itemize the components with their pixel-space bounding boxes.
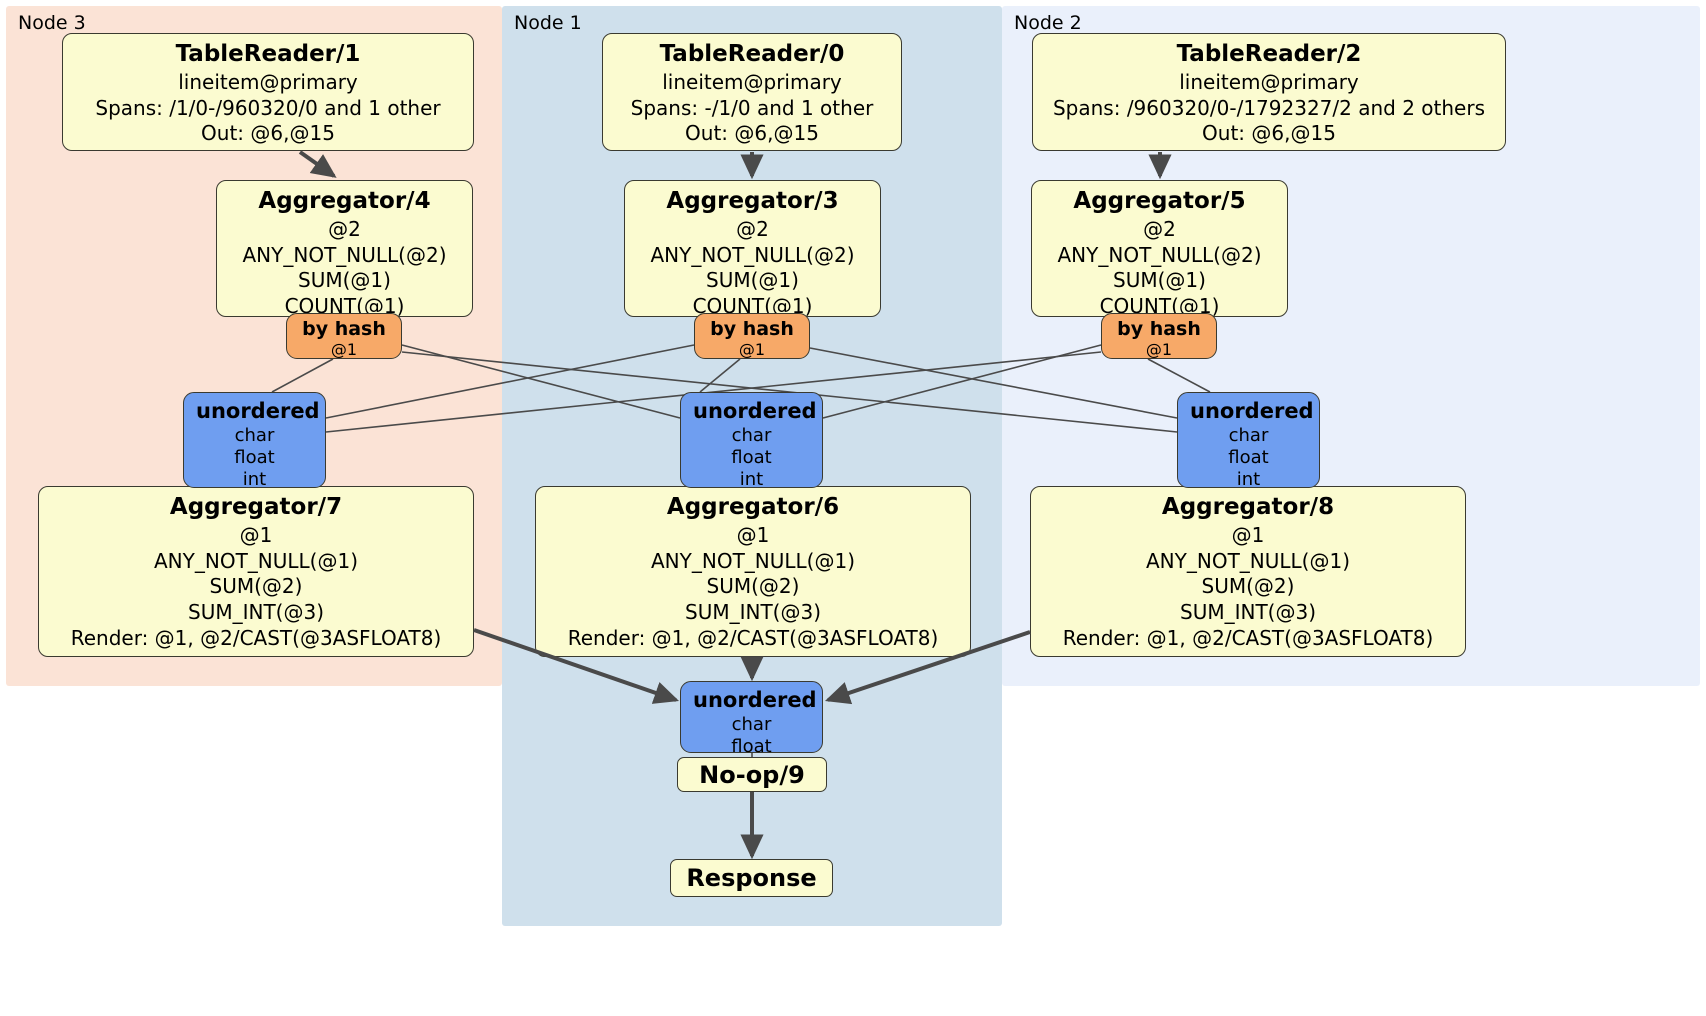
processor-detail: ANY_NOT_NULL(@2) (650, 242, 855, 267)
processor-detail: lineitem@primary (662, 69, 842, 94)
processor-detail: SUM(@2) (1201, 574, 1295, 599)
processor-detail: Spans: /1/0-/960320/0 and 1 other (95, 95, 441, 120)
router-detail: @1 (1145, 340, 1173, 360)
processor-detail: @1 (736, 522, 770, 547)
processor-detail: SUM(@1) (1113, 268, 1206, 293)
processor-detail: @2 (328, 216, 361, 241)
terminal-response[interactable]: Response (670, 859, 833, 897)
synchronizer-type: int (1236, 469, 1261, 491)
processor-detail: Out: @6,@15 (201, 121, 335, 146)
terminal-noop9[interactable]: No-op/9 (677, 757, 827, 792)
processor-title: Aggregator/4 (258, 188, 431, 214)
synchronizer-title: unordered (693, 399, 817, 423)
processor-detail: SUM_INT(@3) (1180, 600, 1316, 625)
synchronizer-type: char (234, 424, 275, 446)
processor-detail: @2 (1143, 216, 1176, 241)
processor-detail: ANY_NOT_NULL(@1) (154, 548, 358, 573)
processor-detail: ANY_NOT_NULL(@1) (1146, 548, 1350, 573)
router-title: by hash (1117, 318, 1201, 340)
processor-detail: SUM(@1) (706, 268, 799, 293)
processor-title: Aggregator/8 (1161, 494, 1335, 520)
processor-detail: SUM_INT(@3) (188, 600, 324, 625)
synchronizer-type: int (242, 469, 267, 491)
synchronizer-type: float (234, 446, 275, 468)
processor-detail: ANY_NOT_NULL(@2) (1057, 242, 1262, 267)
terminal-title: No-op/9 (699, 760, 805, 789)
processor-detail: SUM(@1) (298, 268, 391, 293)
synchronizer-type: char (731, 713, 772, 735)
processor-title: TableReader/1 (175, 41, 361, 67)
synchronizer-type: int (739, 469, 764, 491)
router-title: by hash (302, 318, 386, 340)
processor-title: TableReader/0 (659, 41, 845, 67)
processor-title: Aggregator/7 (169, 494, 343, 520)
processor-detail: lineitem@primary (1179, 69, 1359, 94)
processor-detail: Out: @6,@15 (1202, 121, 1336, 146)
synchronizer-title: unordered (1190, 399, 1314, 423)
node-region-label: Node 3 (18, 12, 86, 34)
router-title: by hash (710, 318, 794, 340)
processor-title: TableReader/2 (1176, 41, 1362, 67)
processor-title: Aggregator/6 (666, 494, 840, 520)
synchronizer-type: float (1228, 446, 1269, 468)
router-detail: @1 (738, 340, 766, 360)
processor-detail: Spans: /960320/0-/1792327/2 and 2 others (1052, 95, 1485, 120)
processor-detail: @2 (736, 216, 769, 241)
synchronizer-type: char (731, 424, 772, 446)
processor-detail: SUM_INT(@3) (685, 600, 821, 625)
processor-detail: Spans: -/1/0 and 1 other (630, 95, 874, 120)
terminal-title: Response (686, 864, 817, 892)
processor-detail: Render: @1, @2/CAST(@3ASFLOAT8) (567, 626, 939, 651)
router-detail: @1 (330, 340, 358, 360)
node-region-label: Node 2 (1014, 12, 1082, 34)
processor-title: Aggregator/5 (1073, 188, 1246, 214)
router-hash3[interactable]: by hash@1 (694, 313, 810, 359)
processor-detail: Render: @1, @2/CAST(@3ASFLOAT8) (1062, 626, 1434, 651)
synchronizer-type: char (1228, 424, 1269, 446)
processor-detail: @1 (1231, 522, 1265, 547)
node-region-label: Node 1 (514, 12, 582, 34)
processor-detail: Render: @1, @2/CAST(@3ASFLOAT8) (70, 626, 442, 651)
processor-detail: lineitem@primary (178, 69, 358, 94)
processor-detail: @1 (239, 522, 273, 547)
processor-title: Aggregator/3 (666, 188, 839, 214)
synchronizer-type: float (731, 446, 772, 468)
synchronizer-title: unordered (196, 399, 320, 423)
synchronizer-type: float (731, 735, 772, 757)
processor-detail: ANY_NOT_NULL(@2) (242, 242, 447, 267)
router-hash4[interactable]: by hash@1 (286, 313, 402, 359)
processor-detail: SUM(@2) (209, 574, 303, 599)
router-hash5[interactable]: by hash@1 (1101, 313, 1217, 359)
processor-detail: ANY_NOT_NULL(@1) (651, 548, 855, 573)
processor-detail: Out: @6,@15 (685, 121, 819, 146)
processor-detail: SUM(@2) (706, 574, 800, 599)
synchronizer-title: unordered (693, 688, 817, 712)
